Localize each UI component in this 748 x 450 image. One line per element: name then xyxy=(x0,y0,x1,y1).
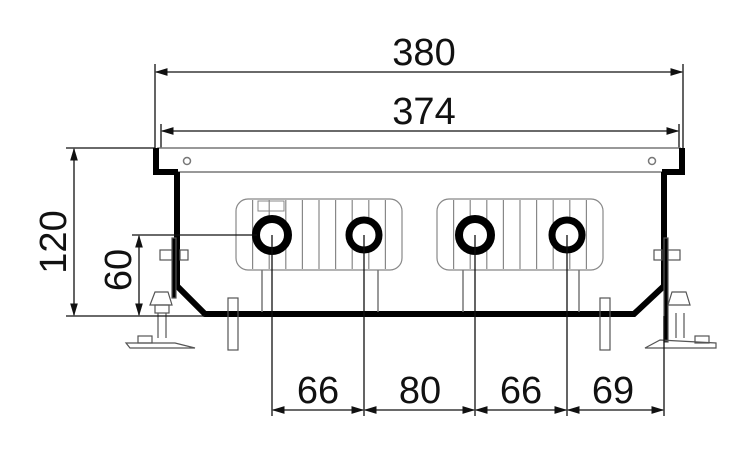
pipe-axis-height-label: 60 xyxy=(98,249,140,291)
mounting-foot-right xyxy=(599,237,717,351)
spacing-label-1: 66 xyxy=(297,370,339,412)
inner-width-label: 374 xyxy=(392,91,455,133)
dimension-overall-width: 380 xyxy=(154,32,684,148)
spacing-label-3: 66 xyxy=(500,370,542,412)
mounting-foot-left xyxy=(124,237,239,351)
spacing-label-2: 80 xyxy=(399,370,441,412)
dimension-pipe-spacings: 66 80 66 69 xyxy=(271,235,665,416)
heat-exchanger-left xyxy=(235,198,403,312)
dimension-pipe-axis-height: 60 xyxy=(98,234,257,317)
top-frame xyxy=(153,147,685,175)
dimension-height: 120 xyxy=(33,147,205,317)
spacing-label-4: 69 xyxy=(592,370,634,412)
height-label: 120 xyxy=(33,210,75,273)
heat-exchanger-right xyxy=(436,198,604,312)
overall-width-label: 380 xyxy=(392,32,455,74)
trough-body xyxy=(174,172,667,317)
dimension-inner-width: 374 xyxy=(160,91,680,148)
